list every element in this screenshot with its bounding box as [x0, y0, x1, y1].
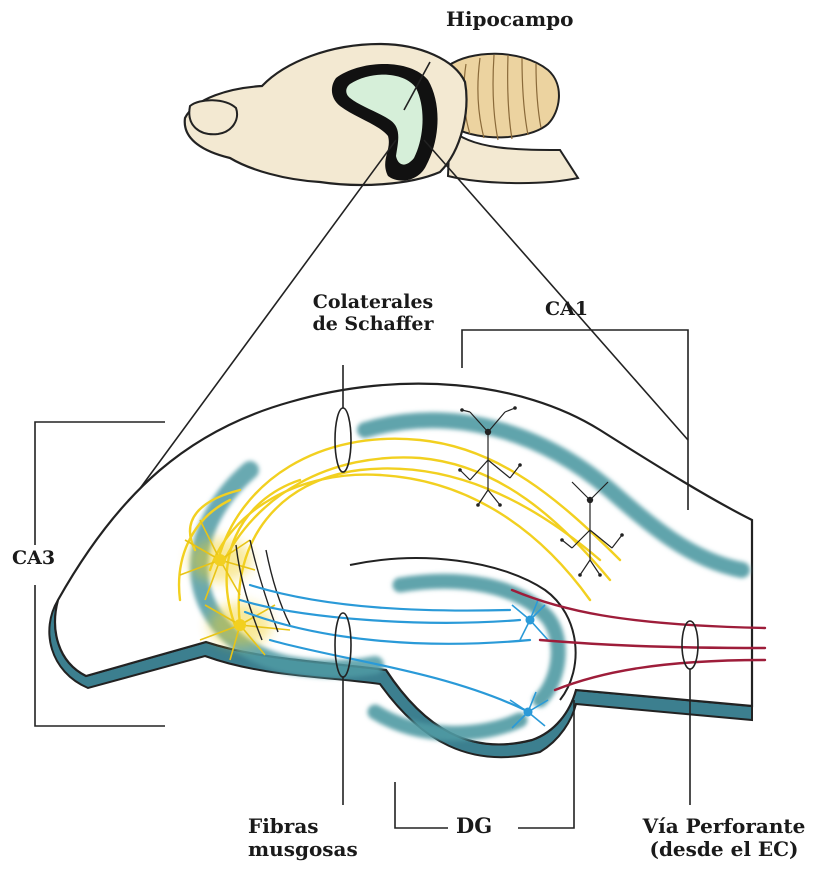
mossy-label-line1: Fibras — [248, 815, 358, 838]
ca1-label: CA1 — [545, 299, 588, 321]
perforant-label-line2: (desde el EC) — [630, 838, 818, 861]
dg-label: DG — [456, 814, 492, 838]
perforant-path-label: Vía Perforante (desde el EC) — [630, 815, 818, 861]
schaffer-label-line1: Colaterales — [298, 292, 448, 314]
hippocampus-label: Hipocampo — [446, 8, 573, 31]
mossy-fibers-label: Fibras musgosas — [248, 815, 358, 861]
perforant-label-line1: Vía Perforante — [630, 815, 818, 838]
ca3-label: CA3 — [12, 548, 55, 570]
schaffer-collaterals-label: Colaterales de Schaffer — [298, 292, 448, 336]
schaffer-label-line2: de Schaffer — [298, 314, 448, 336]
mossy-label-line2: musgosas — [248, 838, 358, 861]
hippocampal-slice — [49, 384, 765, 758]
